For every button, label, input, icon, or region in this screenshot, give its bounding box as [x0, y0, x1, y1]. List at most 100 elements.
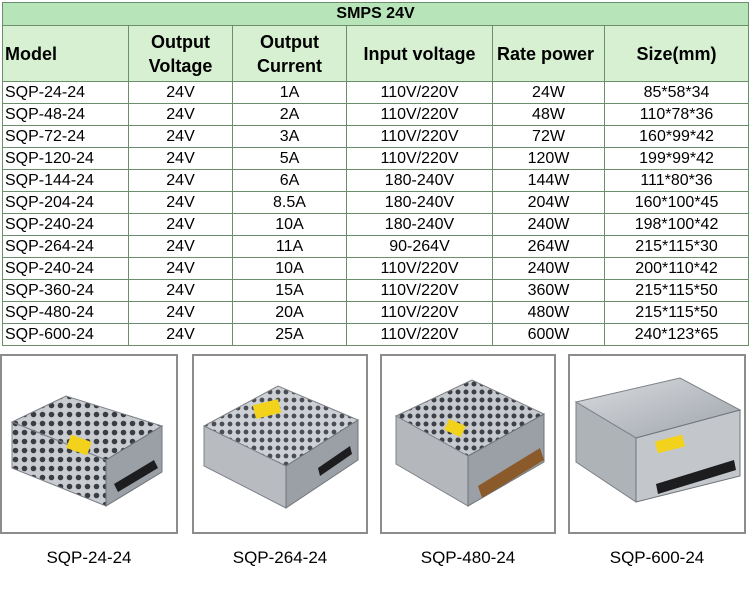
table-cell: 24V	[128, 323, 233, 346]
caption-4: SQP-600-24	[609, 548, 705, 567]
table-cell: SQP-264-24	[2, 235, 129, 258]
table-cell: 180-240V	[346, 213, 493, 236]
table-cell: 111*80*36	[603, 169, 750, 192]
caption-3: SQP-480-24	[420, 548, 516, 567]
table-cell: 24V	[128, 169, 233, 192]
table-cell: 24V	[128, 103, 233, 126]
table-cell: 110V/220V	[346, 323, 493, 346]
column-header-line: Output	[151, 31, 210, 52]
table-cell: 110V/220V	[346, 103, 493, 126]
table-cell: 25A	[232, 323, 347, 346]
product-photo-sqp-264-24	[192, 354, 368, 534]
table-cell: 6A	[232, 169, 347, 192]
column-header-line: Rate power	[497, 43, 595, 64]
table-cell: 48W	[492, 103, 605, 126]
column-header-line: Voltage	[148, 55, 213, 76]
table-cell: 120W	[492, 147, 605, 170]
table-cell: 264W	[492, 235, 605, 258]
caption-1: SQP-24-24	[46, 548, 132, 567]
table-cell: 110V/220V	[346, 147, 493, 170]
table-cell: 20A	[232, 301, 347, 324]
table-cell: 15A	[232, 279, 347, 302]
table-cell: 11A	[232, 235, 347, 258]
table-cell: 10A	[232, 257, 347, 280]
table-cell: 215*115*50	[603, 301, 750, 324]
table-title: SMPS 24V	[1, 2, 750, 26]
table-cell: 240W	[492, 257, 605, 280]
table-cell: 480W	[492, 301, 605, 324]
column-header-line: Input voltage	[363, 43, 476, 64]
table-cell: 215*115*50	[603, 279, 750, 302]
column-header: Rate power	[492, 25, 605, 82]
table-cell: 5A	[232, 147, 347, 170]
table-cell: 160*100*45	[603, 191, 750, 214]
table-cell: 204W	[492, 191, 605, 214]
table-cell: 24V	[128, 125, 233, 148]
table-cell: SQP-120-24	[2, 147, 129, 170]
table-cell: 1A	[232, 81, 347, 104]
table-cell: 240W	[492, 213, 605, 236]
product-photo-sqp-600-24	[568, 354, 746, 534]
table-cell: 180-240V	[346, 191, 493, 214]
table-cell: SQP-144-24	[2, 169, 129, 192]
column-header-line: Size(mm)	[636, 43, 717, 64]
table-cell: 10A	[232, 213, 347, 236]
table-cell: 110V/220V	[346, 81, 493, 104]
table-cell: 3A	[232, 125, 347, 148]
table-cell: 215*115*30	[603, 235, 750, 258]
table-cell: 72W	[492, 125, 605, 148]
table-cell: 85*58*34	[603, 81, 750, 104]
table-cell: 24V	[128, 213, 233, 236]
table-cell: 24V	[128, 257, 233, 280]
table-cell: 199*99*42	[603, 147, 750, 170]
table-cell: 8.5A	[232, 191, 347, 214]
table-cell: SQP-24-24	[2, 81, 129, 104]
column-header-line: Current	[256, 55, 322, 76]
table-cell: 24V	[128, 235, 233, 258]
column-header: Model	[2, 25, 129, 82]
column-header: Input voltage	[346, 25, 493, 82]
product-gallery: SQP-24-24 SQP-264-24 SQP-480-24 SQP-600-…	[0, 352, 750, 592]
product-photo-sqp-24-24	[0, 354, 178, 534]
table-cell: SQP-360-24	[2, 279, 129, 302]
table-cell: 24V	[128, 81, 233, 104]
column-header-line: Output	[260, 31, 319, 52]
column-header: Size(mm)	[603, 25, 750, 82]
table-cell: 600W	[492, 323, 605, 346]
table-cell: 144W	[492, 169, 605, 192]
table-cell: 180-240V	[346, 169, 493, 192]
table-cell: SQP-600-24	[2, 323, 129, 346]
table-cell: 110V/220V	[346, 279, 493, 302]
table-cell: 200*110*42	[603, 257, 750, 280]
table-cell: 24V	[128, 301, 233, 324]
table-cell: 110V/220V	[346, 301, 493, 324]
table-cell: 160*99*42	[603, 125, 750, 148]
table-cell: 110*78*36	[603, 103, 750, 126]
table-cell: SQP-240-24	[2, 257, 129, 280]
column-header-line: Model	[5, 43, 57, 64]
caption-2: SQP-264-24	[232, 548, 328, 567]
table-cell: SQP-480-24	[2, 301, 129, 324]
table-cell: SQP-204-24	[2, 191, 129, 214]
table-cell: 198*100*42	[603, 213, 750, 236]
table-cell: 240*123*65	[603, 323, 750, 346]
table-cell: 110V/220V	[346, 125, 493, 148]
table-cell: SQP-48-24	[2, 103, 129, 126]
table-cell: 360W	[492, 279, 605, 302]
table-cell: 2A	[232, 103, 347, 126]
